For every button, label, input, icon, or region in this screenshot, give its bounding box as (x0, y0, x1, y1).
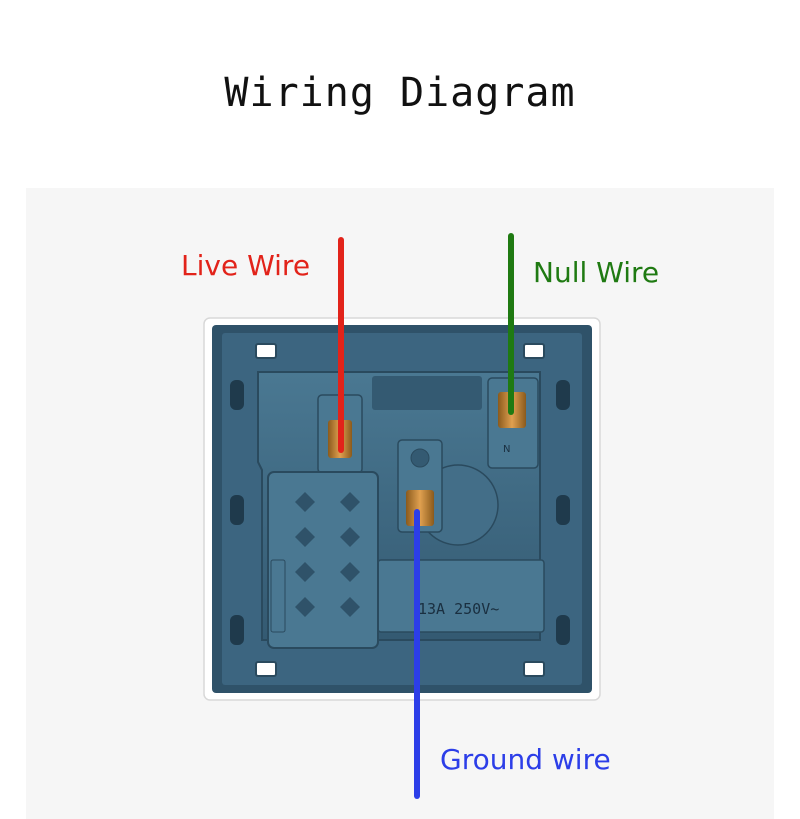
corner-slots (255, 343, 545, 677)
terminal-grid-block (267, 471, 379, 649)
side-holes (230, 380, 570, 645)
diagram-title: Wiring Diagram (224, 70, 576, 116)
null-wire-label: Null Wire (533, 256, 660, 289)
earth-terminal (397, 439, 443, 533)
ground-wire-label: Ground wire (440, 743, 611, 776)
rating-text: 13A 250V~ (418, 600, 499, 618)
svg-text:N: N (503, 444, 510, 455)
live-wire-label: Live Wire (181, 249, 311, 282)
